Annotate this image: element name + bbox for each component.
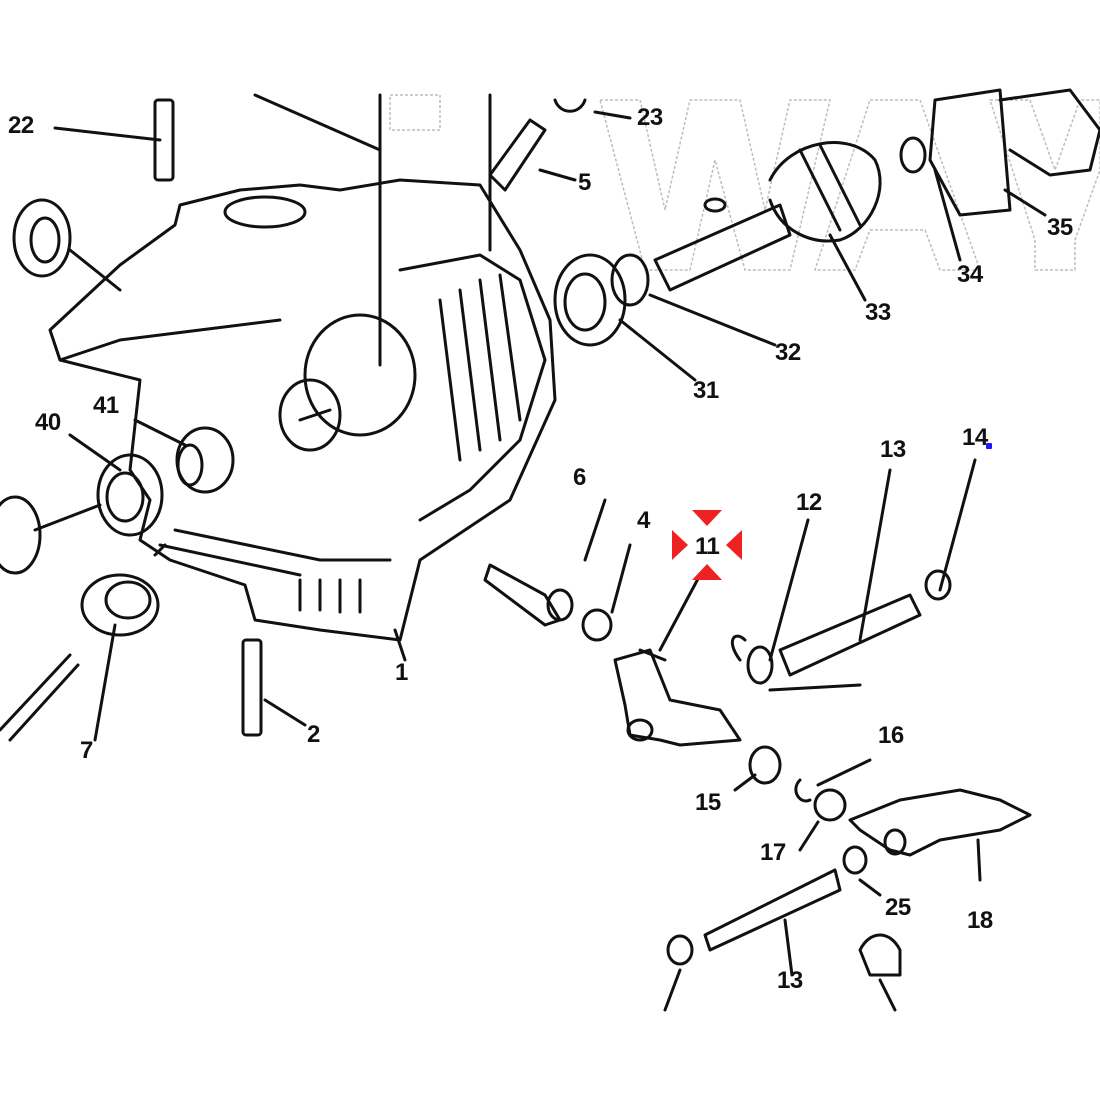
label-text: 32	[775, 339, 801, 366]
label-text: 40	[35, 409, 61, 436]
part-label-16[interactable]: 16	[878, 723, 904, 749]
part-label-13b[interactable]: 13	[777, 968, 803, 994]
label-text: 22	[8, 112, 34, 139]
blue-dot-marker	[986, 443, 992, 449]
part-label-1[interactable]: 1	[395, 659, 409, 686]
part-label-31[interactable]: 31	[693, 378, 719, 404]
part-label-40[interactable]: 40	[35, 410, 61, 436]
selection-marker	[672, 510, 742, 580]
label-text: 13	[880, 436, 906, 463]
part-label-22[interactable]: 22	[8, 113, 34, 139]
label-text: 33	[865, 299, 891, 326]
label-text: 7	[80, 737, 93, 764]
label-text: 17	[760, 839, 786, 866]
part-label-33[interactable]: 33	[865, 300, 891, 326]
part-label-11[interactable]: 11	[695, 533, 720, 560]
label-text: 12	[796, 489, 822, 516]
part-label-15[interactable]: 15	[695, 790, 721, 816]
drawing-lines	[0, 88, 1100, 1012]
label-text: 34	[957, 261, 983, 288]
part-label-12[interactable]: 12	[796, 490, 822, 516]
part-label-4[interactable]: 4	[637, 507, 651, 534]
part-label-35[interactable]: 35	[1047, 215, 1073, 241]
part-label-5[interactable]: 5	[578, 169, 592, 196]
label-text: 23	[637, 104, 663, 131]
label-text: 2	[307, 721, 320, 748]
part-label-7[interactable]: 7	[80, 737, 94, 764]
label-text: 4	[637, 507, 650, 534]
part-label-17[interactable]: 17	[760, 840, 786, 866]
label-text: 25	[885, 894, 911, 921]
part-label-25[interactable]: 25	[885, 895, 911, 921]
marker-arrow-down-icon	[692, 510, 722, 526]
label-text: 41	[93, 392, 119, 419]
part-label-34[interactable]: 34	[957, 262, 983, 288]
label-text: 31	[693, 377, 719, 404]
marker-arrow-left-icon	[726, 530, 742, 560]
label-text: 15	[695, 789, 721, 816]
label-text: 16	[878, 722, 904, 749]
part-label-18[interactable]: 18	[967, 908, 993, 934]
part-label-14[interactable]: 14	[962, 425, 988, 451]
label-text: 35	[1047, 214, 1073, 241]
label-text: 13	[777, 967, 803, 994]
marker-arrow-up-icon	[692, 564, 722, 580]
label-text: 14	[962, 424, 988, 451]
part-label-32[interactable]: 32	[775, 340, 801, 366]
watermark	[389, 94, 1100, 271]
part-label-2[interactable]: 2	[307, 721, 321, 748]
label-text: 11	[695, 533, 720, 560]
part-label-6[interactable]: 6	[573, 464, 587, 491]
label-text: 5	[578, 169, 591, 196]
part-label-23[interactable]: 23	[637, 105, 663, 131]
part-label-13a[interactable]: 13	[880, 437, 906, 463]
label-text: 18	[967, 907, 993, 934]
label-text: 1	[395, 659, 408, 686]
label-text: 6	[573, 464, 586, 491]
marker-arrow-right-icon	[672, 530, 688, 560]
part-label-41[interactable]: 41	[93, 393, 119, 419]
